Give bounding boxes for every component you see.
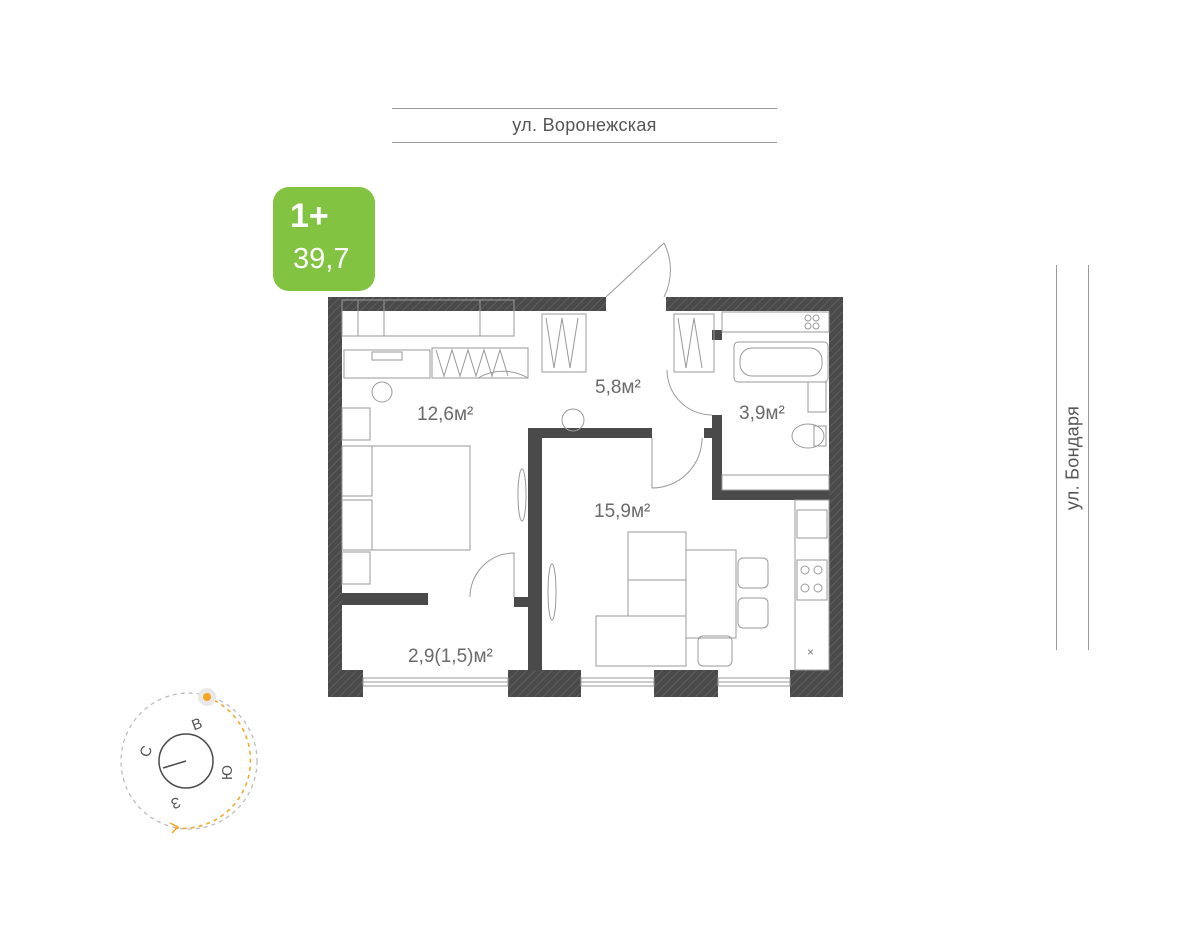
washer <box>721 311 830 333</box>
room-area-bedroom: 12,6м² <box>417 404 474 425</box>
hall-table <box>561 408 585 432</box>
sun-icon <box>198 688 216 706</box>
kitchen-furniture: × <box>547 499 830 671</box>
sofa <box>627 531 687 617</box>
room-doors <box>469 369 713 598</box>
street-label-top: ул. Воронежская <box>392 108 777 143</box>
kitchen-counter <box>794 499 830 671</box>
tv <box>517 468 527 522</box>
double-bed <box>341 445 471 551</box>
room-area-hall: 5,8м² <box>595 377 641 398</box>
chair-3 <box>697 635 733 667</box>
kitchen-sink <box>796 509 828 539</box>
desk <box>343 349 431 379</box>
street-label-right: ул. Бондаря <box>1056 265 1089 650</box>
apartment-type: 1+ <box>290 197 329 235</box>
windows <box>362 677 791 687</box>
svg-text:×: × <box>807 645 814 659</box>
sink <box>807 381 827 413</box>
chair <box>371 381 393 403</box>
dining-table <box>685 549 737 639</box>
chair-2 <box>737 597 769 629</box>
compass-needle <box>162 760 187 769</box>
room-area-balcony: 2,9(1,5)м² <box>408 646 493 667</box>
hall-furniture <box>561 408 585 432</box>
cooktop <box>796 559 828 601</box>
room-area-kitchen-living: 15,9м² <box>594 501 651 522</box>
bathroom-fixtures <box>721 311 830 491</box>
bedroom-furniture <box>341 349 527 585</box>
street-name-voronezhskaya: ул. Воронежская <box>512 115 657 135</box>
compass <box>120 688 258 834</box>
toilet <box>791 423 825 449</box>
sun-path <box>174 696 252 830</box>
entrance-door <box>605 242 671 298</box>
interior-walls <box>342 330 829 670</box>
apartment-badge: 1+ 39,7 <box>273 187 375 291</box>
room-area-bathroom: 3,9м² <box>739 403 785 424</box>
apartment-total-area: 39,7 <box>293 243 350 275</box>
wardrobes <box>341 299 715 379</box>
tv-living <box>547 563 557 621</box>
chair-1 <box>737 557 769 589</box>
bathtub <box>733 341 829 383</box>
compass-south: Ю <box>219 764 237 781</box>
